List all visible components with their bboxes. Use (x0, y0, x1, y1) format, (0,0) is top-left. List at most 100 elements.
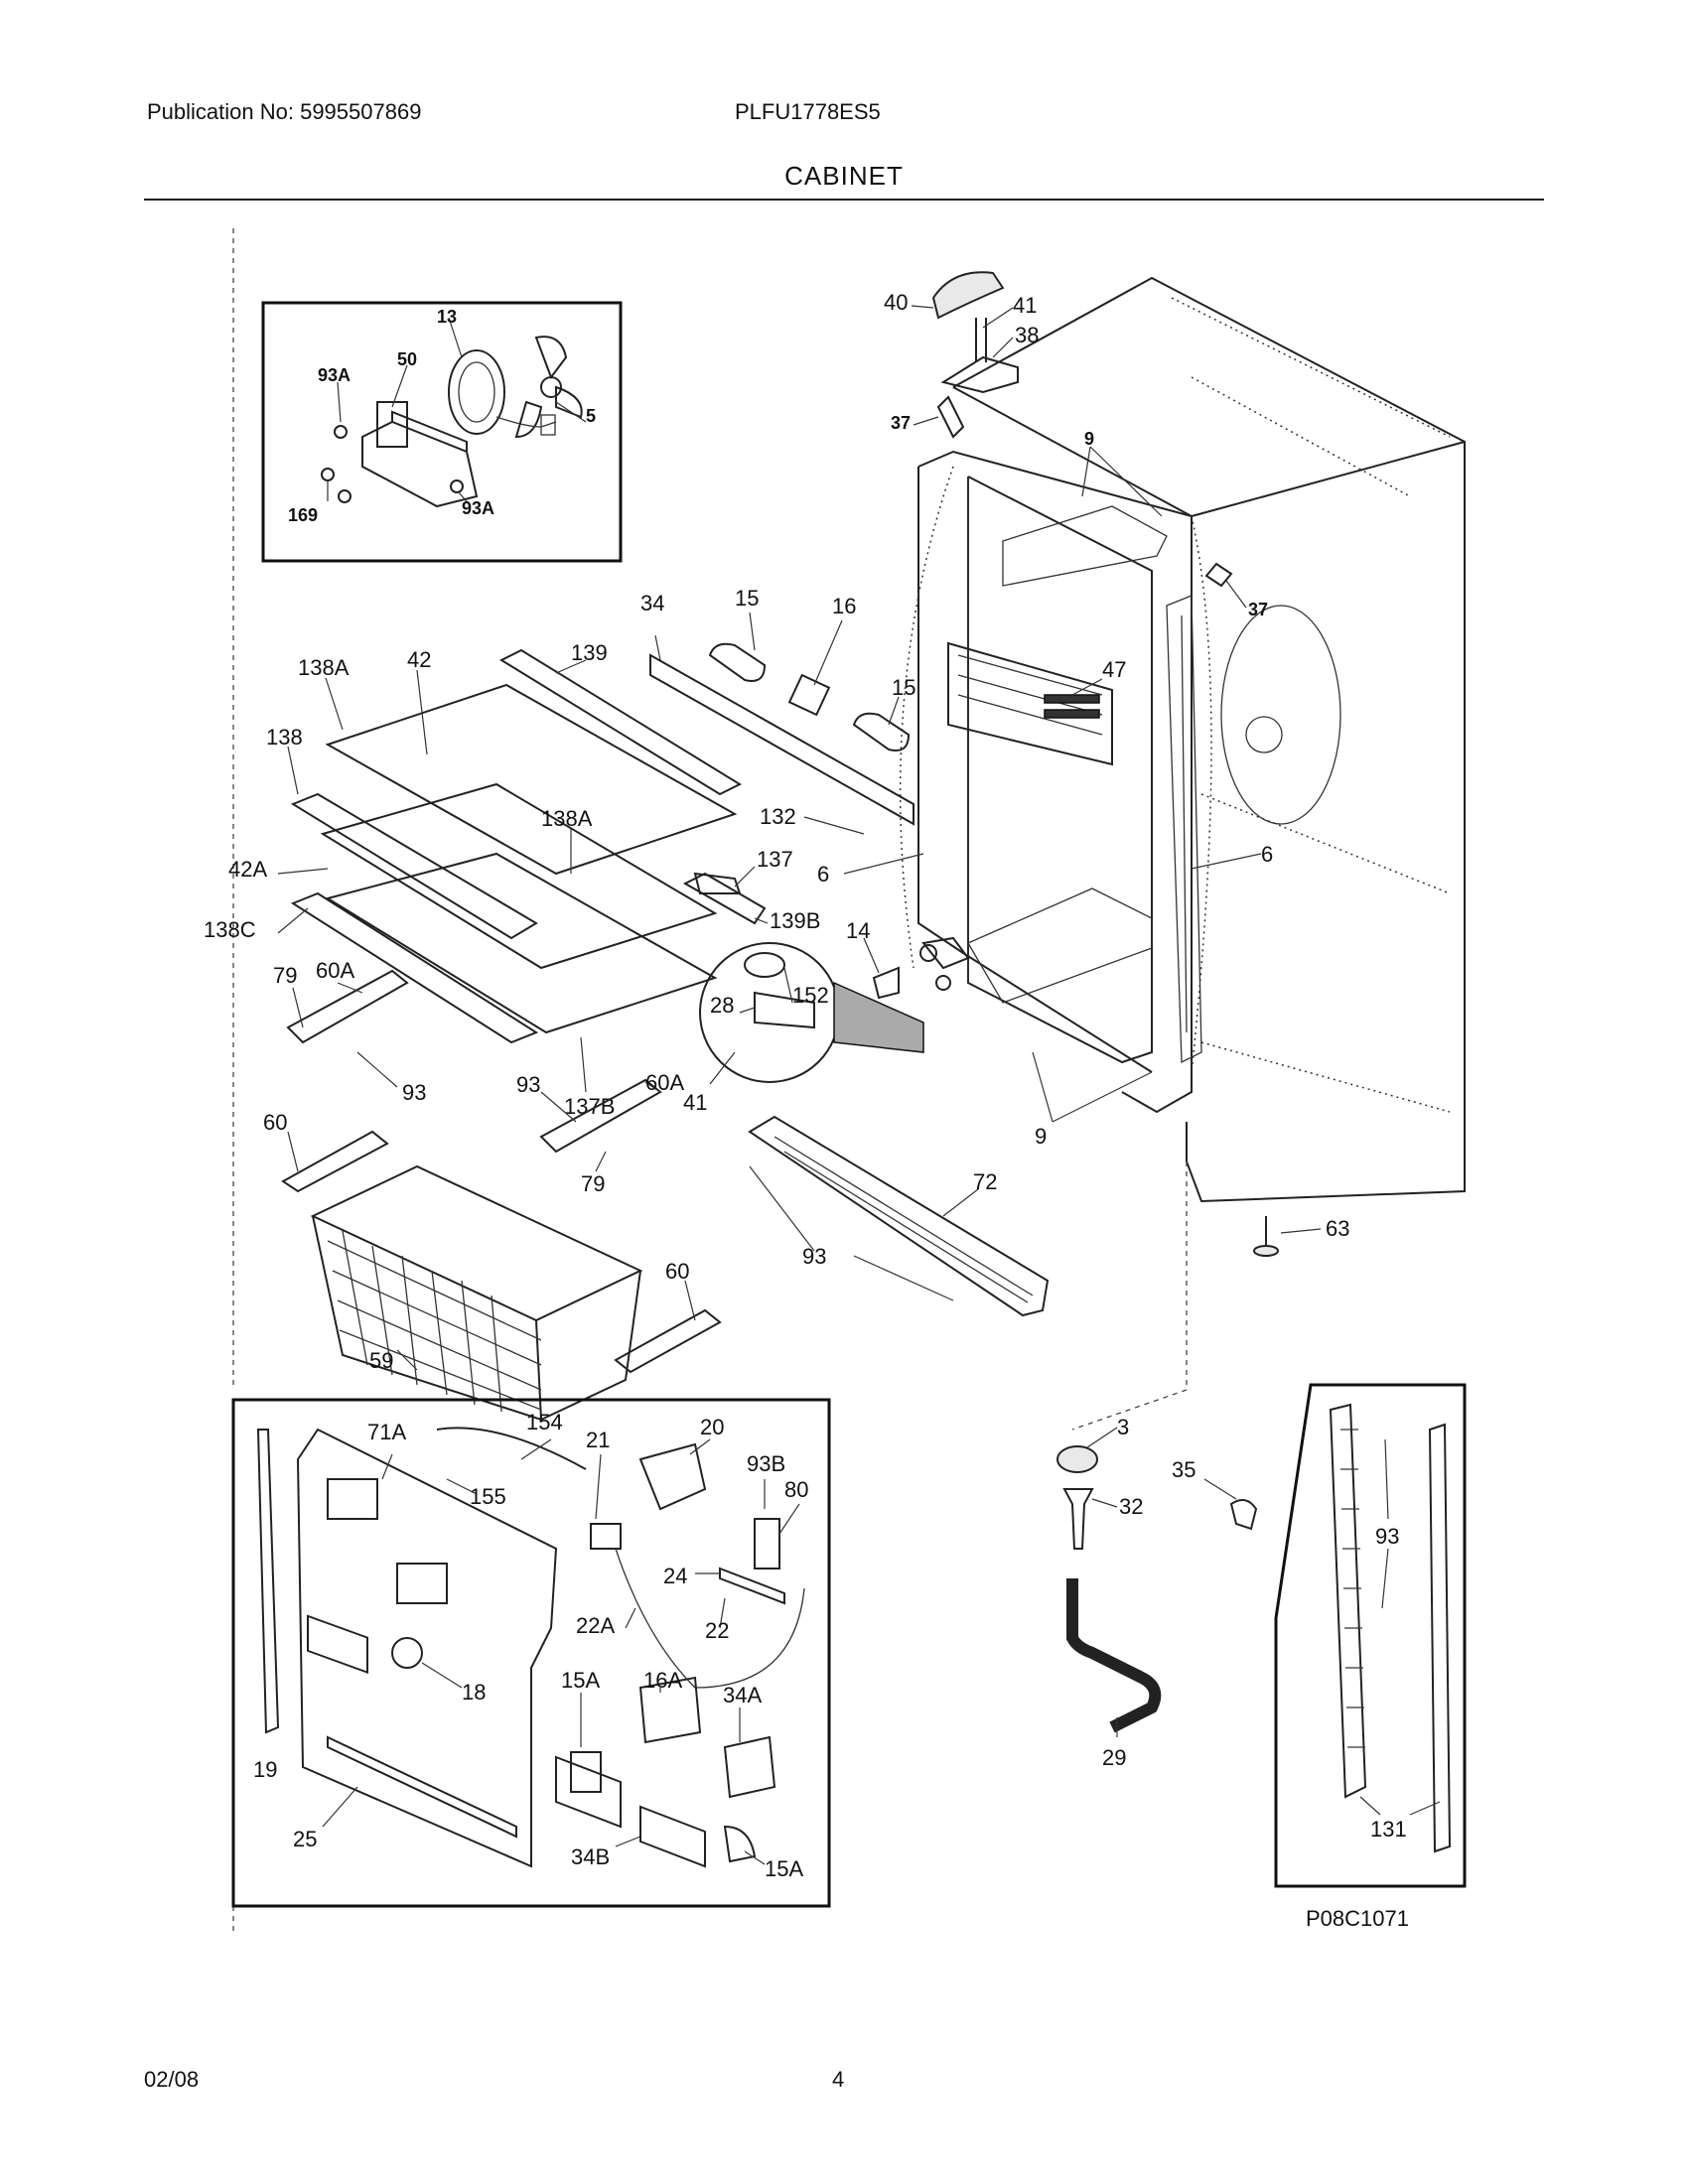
light-shield-34 (649, 653, 914, 826)
callout: 93A (318, 365, 351, 385)
leveling-leg-63: 63 (1253, 1216, 1349, 1257)
lens-34b-left (555, 1755, 622, 1829)
plug-37 (936, 395, 965, 439)
socket-16 (787, 673, 831, 717)
callout: 132 (760, 804, 796, 829)
lower-right-inset: 93 131 (1274, 1383, 1467, 1888)
page-number: 4 (832, 2067, 845, 2092)
callout: 16 (832, 594, 856, 618)
callout: 50 (397, 349, 417, 369)
callout: 93 (802, 1244, 826, 1269)
support-60a-left (286, 969, 409, 1044)
callout: 9 (1084, 429, 1094, 449)
switch-14 (872, 966, 900, 1000)
callout: 42A (228, 857, 267, 882)
callout: 138 (266, 725, 303, 750)
rear-compressor-area (1220, 605, 1341, 825)
callout: 35 (1172, 1457, 1196, 1482)
light-assembly: 34 15 16 15 132 (640, 586, 915, 835)
callout: 5 (586, 406, 596, 426)
panel-vent-1 (327, 1478, 378, 1520)
trim-138c (290, 891, 539, 1044)
harness-154 (436, 1427, 587, 1470)
bulb-15a-right (723, 1825, 757, 1863)
callout: 6 (817, 862, 829, 887)
glass-shelf-42 (325, 683, 738, 876)
callout: 22 (705, 1618, 729, 1643)
callout: 13 (437, 307, 457, 327)
bottom-hinge (921, 936, 970, 970)
shelf-assembly: 138A 42 139 138 138A 42A 138C 137 139B 1… (204, 640, 820, 1119)
callout: 138A (298, 655, 350, 680)
callout: 139B (770, 908, 820, 933)
rear-panel (296, 1428, 558, 1868)
callout: 34 (640, 591, 664, 615)
control-panel-47 (947, 641, 1113, 766)
callout: 15 (892, 675, 915, 700)
inset-frame (1274, 1383, 1467, 1888)
fan-cover-50 (376, 401, 408, 448)
callout: 42 (407, 647, 431, 672)
callout: 37 (891, 413, 911, 433)
rail-60-right (614, 1308, 722, 1374)
callout: 9 (1035, 1124, 1047, 1149)
fan-motor (448, 349, 505, 435)
callout: 139 (571, 640, 608, 665)
hinge-detail: 14 28 152 41 (683, 918, 924, 1115)
callout: 21 (586, 1428, 610, 1452)
callout: 15 (735, 586, 759, 611)
gasket-19 (256, 1429, 280, 1734)
inset-frame (261, 301, 623, 563)
callout: 131 (1370, 1817, 1407, 1842)
callout: 59 (369, 1348, 393, 1373)
bottom-breaker (967, 887, 1153, 1004)
bulb-15a (570, 1751, 602, 1793)
trim-139b (682, 872, 767, 925)
callout: 138A (541, 806, 593, 831)
callout: 60A (316, 958, 354, 983)
cover-20 (638, 1442, 707, 1511)
callout: 3 (1117, 1415, 1129, 1439)
door-stop-parts: 3 32 35 29 (1056, 1415, 1258, 1770)
callout: 79 (581, 1171, 605, 1196)
callout: 29 (1102, 1745, 1126, 1770)
callout: 80 (784, 1477, 808, 1502)
callout: 155 (470, 1484, 506, 1509)
panel-vent-2 (396, 1563, 448, 1604)
header-rule (144, 199, 1544, 201)
fan-motor-inset: 13 50 93A 5 169 93A (261, 301, 623, 563)
callout: 40 (884, 290, 908, 315)
plug-18 (391, 1637, 423, 1669)
callout: 60 (665, 1259, 689, 1284)
bulb-15b (852, 712, 911, 751)
callout: 25 (293, 1827, 317, 1851)
callout: 79 (273, 963, 297, 988)
shelf-frame-137 (320, 782, 718, 970)
hinge-cap-152 (744, 952, 785, 978)
callout: 41 (1013, 293, 1037, 318)
rail-60-left (281, 1130, 389, 1193)
publication-number: Publication No: 5995507869 (147, 99, 422, 124)
hinge-28 (754, 991, 815, 1029)
callout: 137 (757, 847, 793, 872)
callout: 71A (367, 1420, 406, 1444)
plug-37b (1204, 562, 1233, 588)
rail-22 (719, 1567, 785, 1605)
callout: 6 (1261, 842, 1273, 867)
callout: 15A (561, 1668, 600, 1693)
callout: 93A (462, 498, 494, 518)
rail-131-left (1329, 1403, 1367, 1799)
panel-trim-25 (327, 1735, 517, 1839)
wire-basket-59: 59 (310, 1164, 643, 1422)
callout: 154 (526, 1410, 563, 1434)
callout: 93 (402, 1080, 426, 1105)
rail-131-right (1428, 1423, 1452, 1853)
footer-date: 02/08 (144, 2067, 200, 2092)
socket-16a (638, 1676, 702, 1744)
callout: 18 (462, 1680, 486, 1705)
trim-138 (290, 792, 538, 940)
trim-139 (498, 648, 743, 796)
callout: 60A (645, 1070, 684, 1095)
callout: 28 (710, 993, 734, 1018)
